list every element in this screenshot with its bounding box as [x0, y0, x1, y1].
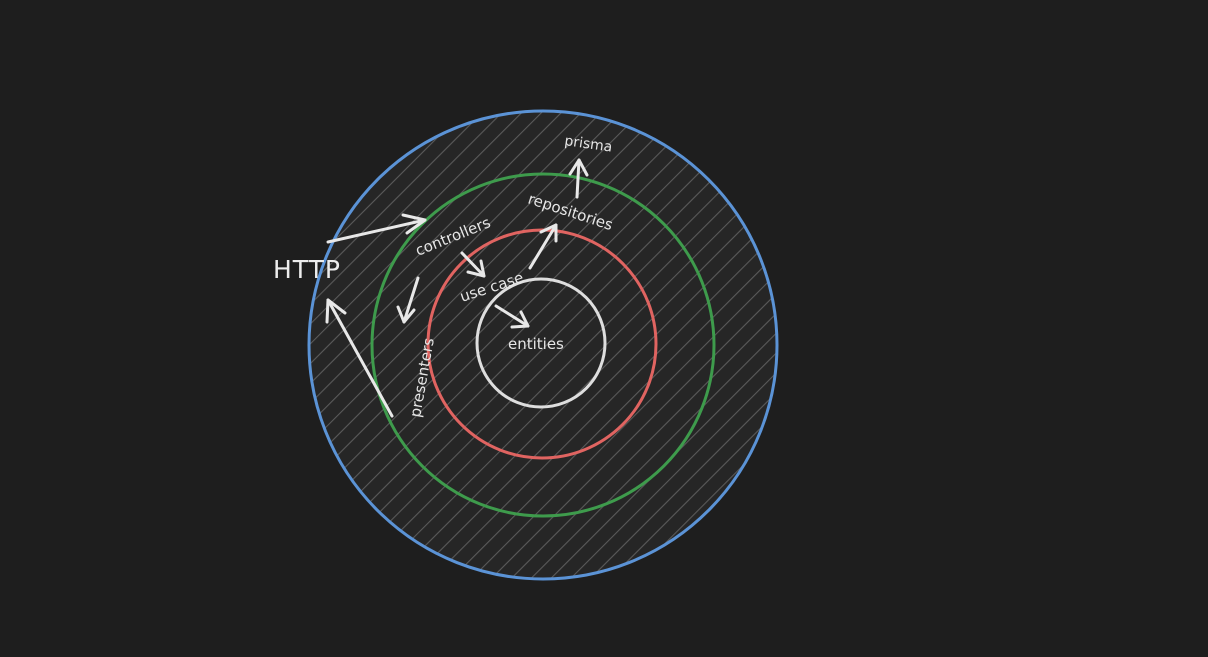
frameworks-ring [307, 109, 779, 581]
label-entities: entities [508, 335, 564, 353]
arrow-controllers-to-use-case [460, 251, 486, 278]
arrow-http-to-controllers [326, 213, 427, 244]
label-http: HTTP [273, 255, 341, 284]
arrow-repositories-to-prisma [568, 158, 589, 199]
entities-ring [475, 277, 607, 409]
label-prisma: prisma [563, 133, 613, 156]
arrow-presenters-to-http [325, 298, 394, 418]
adapters-ring [370, 172, 716, 518]
hatch-fill [309, 111, 777, 579]
arrow-controllers-to-presenters [396, 276, 420, 324]
arrow-use-case-to-repositories [528, 223, 558, 270]
arrow-use-case-to-entities [494, 304, 530, 329]
